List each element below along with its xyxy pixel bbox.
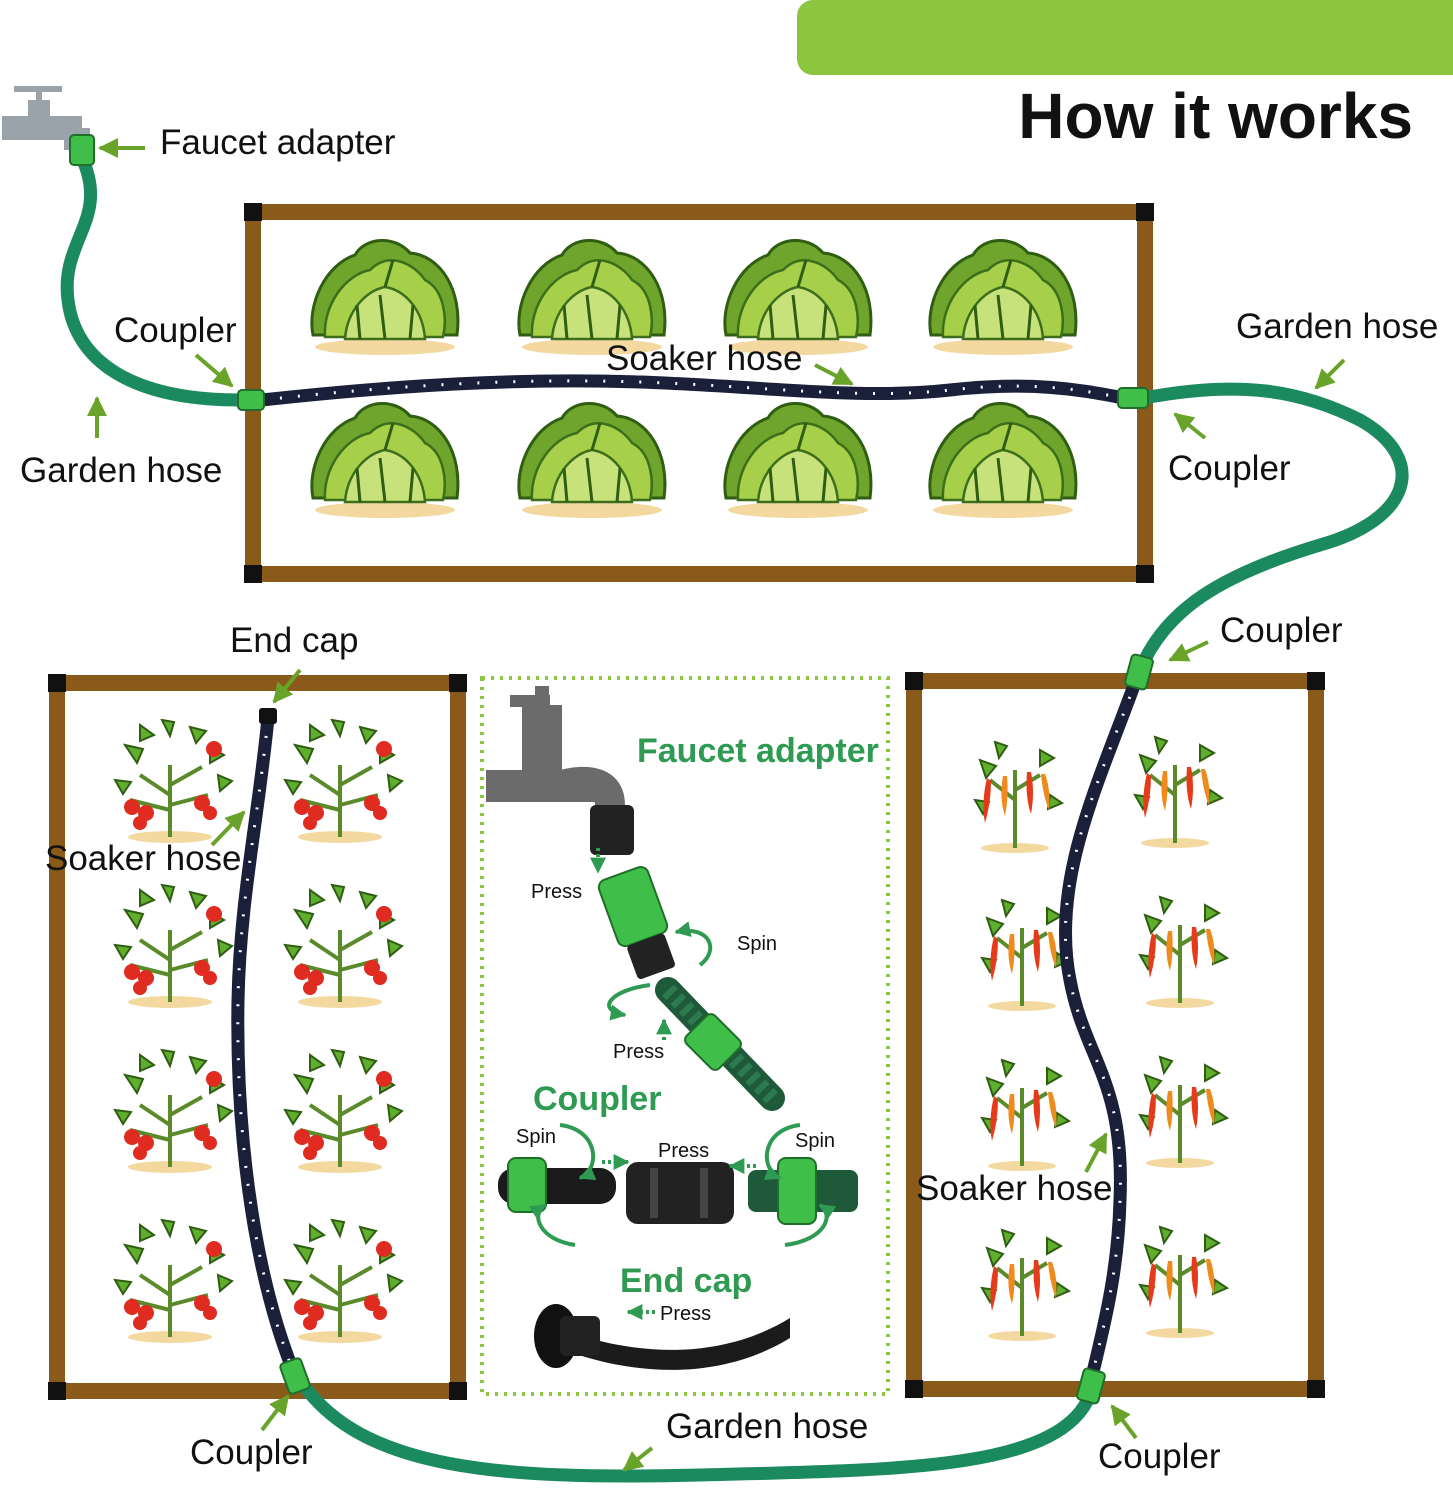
spin-arrow-coupler-left-lower (528, 1203, 576, 1247)
label-coupler-top-right: Coupler (1168, 449, 1291, 488)
end-cap-icon (259, 708, 277, 724)
spin-arrow-coupler-left (559, 1123, 597, 1181)
faucet-adapter-detail-icon (597, 866, 675, 980)
soaker-hose-right (1058, 677, 1143, 1387)
detail-heading-coupler: Coupler (533, 1080, 661, 1118)
faucet-detail-icon (486, 686, 634, 855)
spin-arrow-1 (674, 921, 713, 967)
label-garden-hose-left: Garden hose (20, 451, 222, 490)
pointer-arrows (87, 138, 1346, 1472)
label-coupler-mid-right: Coupler (1220, 611, 1343, 650)
label-faucet-adapter: Faucet adapter (160, 123, 396, 162)
label-garden-hose-bottom: Garden hose (666, 1407, 868, 1446)
garden-hose-right (1134, 382, 1409, 673)
label-soaker-hose-top: Soaker hose (606, 339, 803, 378)
coupler-icon (69, 134, 1154, 1405)
garden-hose-left (60, 155, 241, 407)
soaker-hose-top-holes (261, 379, 1125, 402)
soaker-hose-top (261, 374, 1126, 407)
spin-arrow-2 (607, 983, 651, 1021)
garden-hose-bottom (294, 1376, 1097, 1483)
label-end-cap: End cap (230, 621, 358, 660)
detail-press-end: Press (660, 1303, 711, 1325)
garden-hose-detail-icon (655, 977, 785, 1111)
label-coupler-bottom-left: Coupler (190, 1433, 313, 1472)
detail-press-1: Press (531, 881, 582, 903)
raised-bed-pepper (905, 672, 1325, 1398)
detail-spin-right: Spin (795, 1130, 835, 1152)
detail-press-mid: Press (658, 1140, 709, 1162)
label-coupler-bottom-right: Coupler (1098, 1437, 1221, 1476)
detail-panel: Faucet adapter Press Spin Press Coupler … (480, 676, 890, 1396)
soaker-hose-left (231, 717, 299, 1371)
label-soaker-hose-left: Soaker hose (45, 839, 242, 878)
page-title: How it works (1018, 80, 1413, 152)
end-cap-detail-icon (534, 1304, 790, 1370)
detail-spin-1: Spin (737, 933, 777, 955)
pepper-plant-icon (973, 735, 1229, 1343)
detail-heading-end-cap: End cap (620, 1262, 752, 1300)
detail-press-2: Press (613, 1041, 664, 1063)
spin-arrow-coupler-right-lower (784, 1203, 837, 1247)
detail-heading-faucet-adapter: Faucet adapter (637, 732, 879, 770)
label-coupler-top-left: Coupler (114, 311, 237, 350)
label-soaker-hose-right: Soaker hose (916, 1169, 1113, 1208)
label-garden-hose-right: Garden hose (1236, 307, 1438, 346)
top-banner (797, 0, 1453, 75)
raised-bed-tomato (48, 674, 467, 1400)
spin-arrow-coupler-right (763, 1123, 801, 1181)
soaker-hose-right-holes (1063, 679, 1138, 1386)
detail-spin-left: Spin (516, 1126, 556, 1148)
